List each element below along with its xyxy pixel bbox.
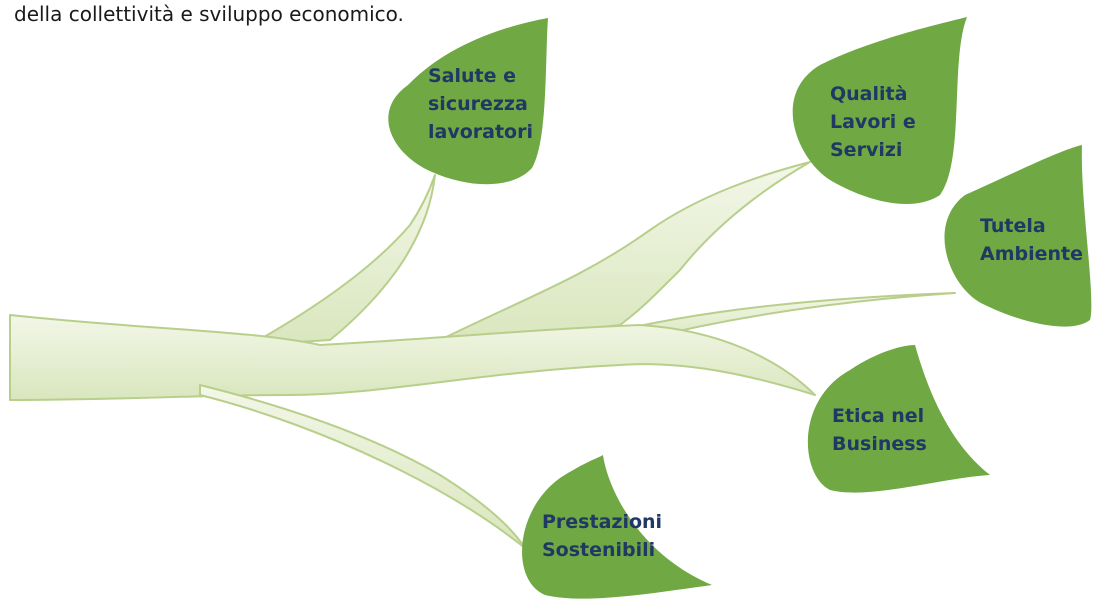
leaf-label-quality: Qualità Lavori e Servizi bbox=[830, 83, 916, 161]
leaf-label-environment: Tutela Ambiente bbox=[980, 215, 1083, 265]
leaf-performance bbox=[522, 455, 712, 599]
leaf-label-health: Salute e sicurezza lavoratori bbox=[428, 65, 533, 143]
leaf-label-performance: Prestazioni Sostenibili bbox=[542, 511, 663, 561]
leaf-quality bbox=[792, 17, 967, 205]
branch-quality bbox=[429, 161, 811, 346]
leaves bbox=[388, 17, 1092, 599]
trunk bbox=[9, 314, 816, 401]
intro-text: della collettività e sviluppo economico. bbox=[14, 2, 404, 26]
leaf-environment bbox=[944, 145, 1092, 327]
leaf-health bbox=[388, 18, 548, 185]
branch-health bbox=[249, 174, 436, 346]
leaf-ethics bbox=[807, 345, 990, 493]
branch-performance bbox=[199, 384, 526, 549]
tree-branches bbox=[9, 161, 956, 549]
leaf-label-ethics: Etica nel Business bbox=[832, 405, 927, 455]
